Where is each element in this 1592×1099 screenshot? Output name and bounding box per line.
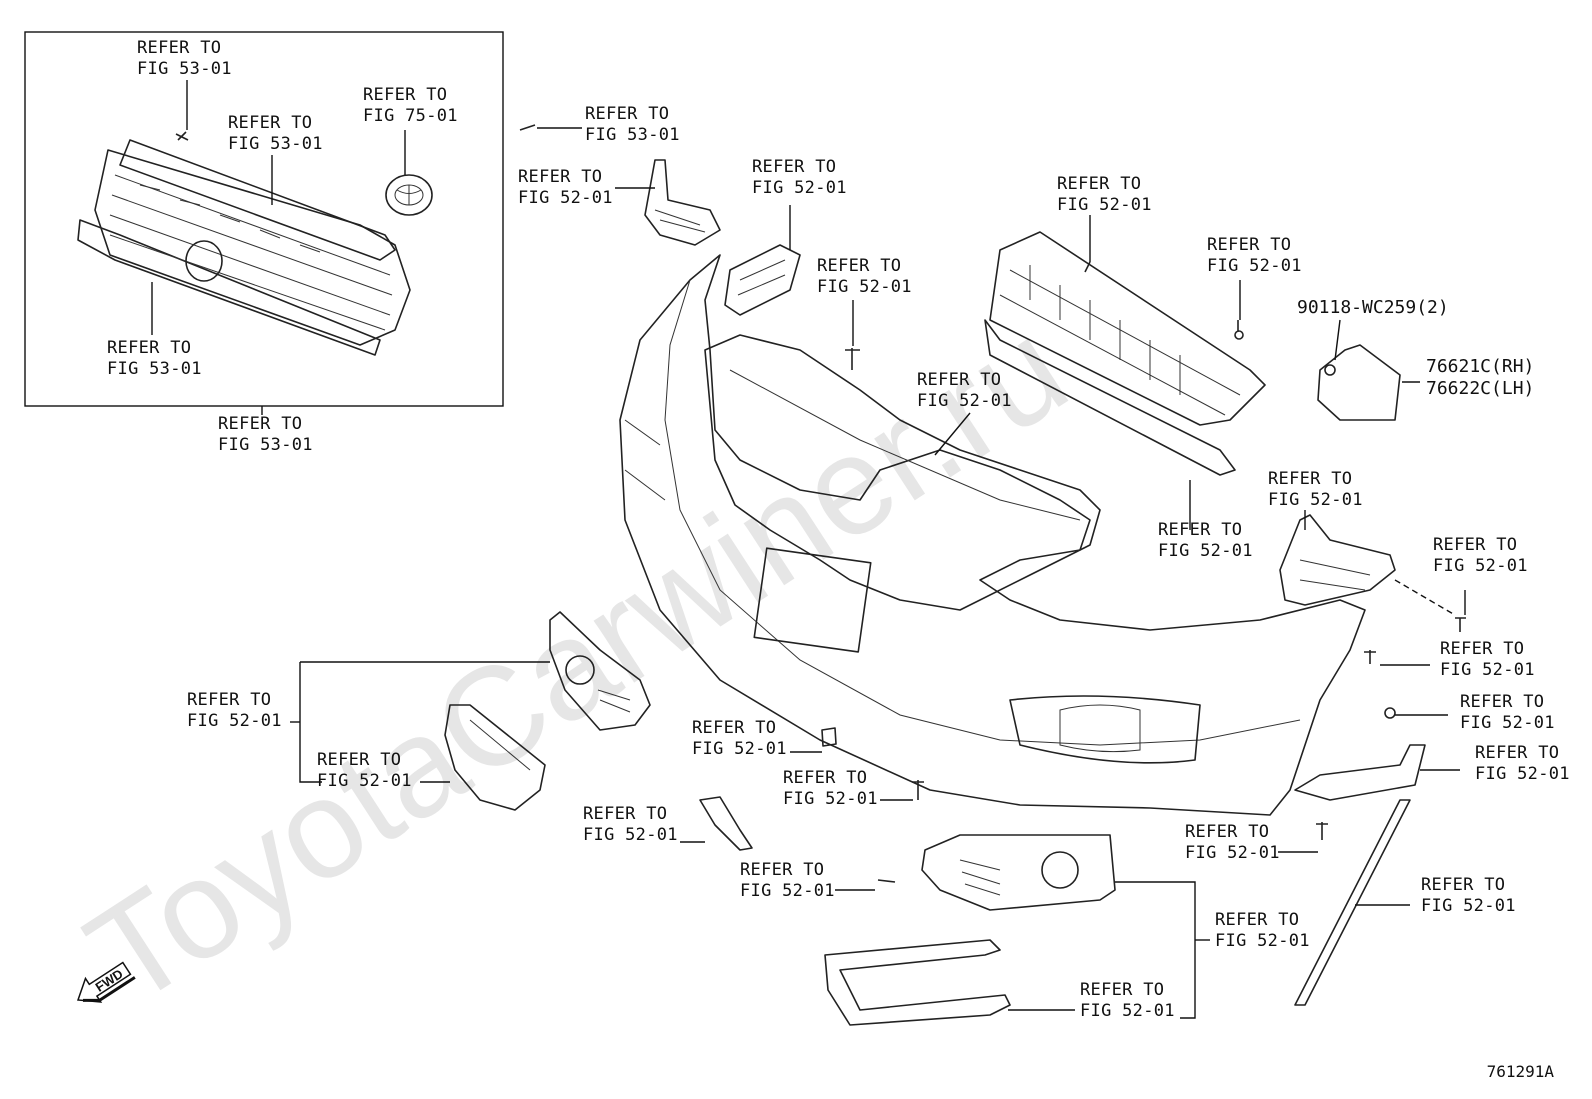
clip-center bbox=[821, 727, 837, 747]
mudguard bbox=[1317, 344, 1401, 421]
emblem bbox=[385, 174, 433, 216]
top-screw bbox=[519, 124, 536, 131]
upper-absorber bbox=[984, 231, 1266, 476]
grille-inset-box bbox=[24, 31, 504, 407]
mudguard-rh-part-number: 76621C(RH) bbox=[1426, 356, 1535, 377]
side-bracket-right bbox=[1279, 514, 1396, 606]
fog-lamp-bezel-left bbox=[549, 611, 651, 731]
fog-garnish-left bbox=[444, 704, 546, 811]
fog-garnish-right bbox=[824, 939, 1011, 1026]
lower-bracket-right bbox=[1294, 744, 1426, 801]
small-trim bbox=[699, 796, 753, 851]
grille-assembly bbox=[77, 139, 411, 356]
grille-screw bbox=[175, 131, 189, 141]
front-bumper-cover bbox=[619, 254, 1366, 816]
fog-lamp-bezel-right bbox=[921, 834, 1116, 911]
bumper-bracket bbox=[724, 244, 801, 316]
screws bbox=[845, 261, 1466, 883]
leader-lines bbox=[151, 80, 1466, 1019]
side-bracket-left bbox=[644, 159, 721, 246]
bumper-reinforcement bbox=[704, 334, 1101, 611]
clip-part-number: 90118-WC259(2) bbox=[1297, 297, 1449, 318]
diagram-code: 761291A bbox=[1486, 1062, 1554, 1081]
corner-molding bbox=[1294, 799, 1411, 1006]
mudguard-lh-part-number: 76622C(LH) bbox=[1426, 378, 1535, 399]
